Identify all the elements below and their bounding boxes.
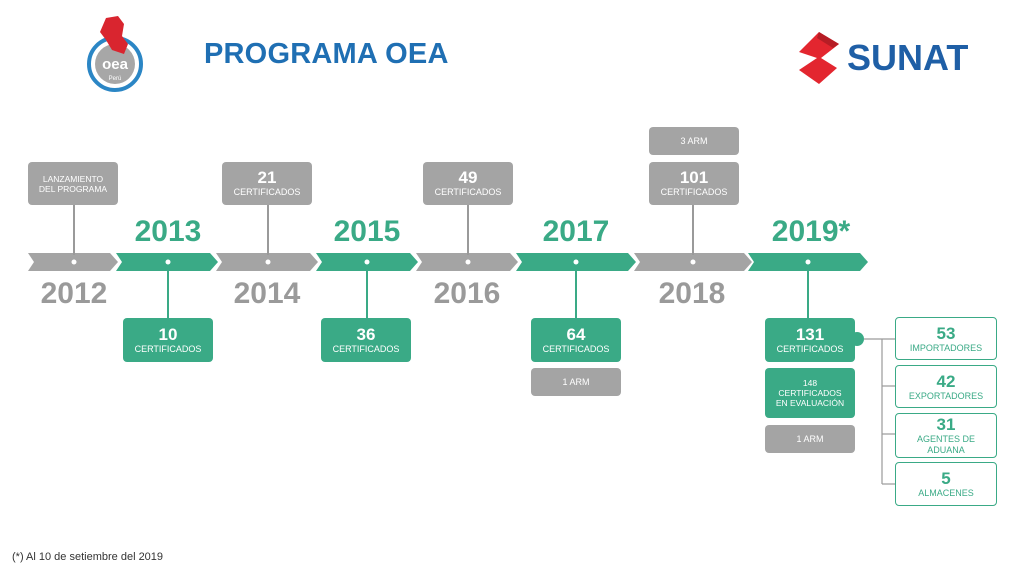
milestone-2019-arm-label: 1 ARM bbox=[796, 433, 824, 444]
year-2012: 2012 bbox=[40, 277, 108, 310]
milestone-2018-number: 101 bbox=[679, 168, 709, 187]
connector-2017 bbox=[575, 268, 577, 318]
milestone-2017-arm: 1 ARM bbox=[531, 368, 621, 396]
milestone-2019: 131 CERTIFICADOS bbox=[765, 318, 855, 362]
year-2014: 2014 bbox=[233, 277, 301, 310]
milestone-2018: 101 CERTIFICADOS bbox=[649, 162, 739, 205]
breakdown-importadores-number: 53 bbox=[936, 323, 956, 343]
milestone-2019-arm: 1 ARM bbox=[765, 425, 855, 453]
milestone-2013-number: 10 bbox=[158, 324, 178, 344]
timeline-bar bbox=[28, 253, 868, 271]
connector-2016 bbox=[467, 205, 469, 255]
connector-2014 bbox=[267, 205, 269, 255]
connector-2012 bbox=[73, 205, 75, 255]
breakdown-bracket bbox=[850, 332, 898, 485]
brand-name: SUNAT bbox=[847, 37, 968, 78]
year-2013: 2013 bbox=[134, 215, 202, 248]
milestone-2015-label: CERTIFICADOS bbox=[332, 343, 400, 354]
connector-2013 bbox=[167, 268, 169, 318]
breakdown-agentes-label: AGENTES DE ADUANA bbox=[916, 434, 975, 455]
milestone-2017: 64 CERTIFICADOS bbox=[531, 318, 621, 362]
year-2015: 2015 bbox=[333, 215, 401, 248]
breakdown-importadores-label: IMPORTADORES bbox=[909, 342, 983, 353]
sunat-logo-icon: SUNAT bbox=[797, 28, 1007, 86]
footnote: (*) Al 10 de setiembre del 2019 bbox=[12, 551, 164, 563]
connector-2019 bbox=[807, 268, 809, 318]
year-2018: 2018 bbox=[658, 277, 726, 310]
milestone-2018-label: CERTIFICADOS bbox=[660, 187, 728, 197]
oea-logo-text: oea bbox=[102, 56, 129, 73]
milestone-2014: 21 CERTIFICADOS bbox=[222, 162, 312, 205]
milestone-2016: 49 CERTIFICADOS bbox=[423, 162, 513, 205]
milestone-launch: LANZAMIENTO DEL PROGRAMA bbox=[28, 162, 118, 205]
milestone-2013: 10 CERTIFICADOS bbox=[123, 318, 213, 362]
year-2017: 2017 bbox=[542, 215, 610, 248]
milestone-2015-number: 36 bbox=[356, 324, 376, 344]
milestone-2014-number: 21 bbox=[257, 168, 277, 187]
milestone-2019-label: CERTIFICADOS bbox=[776, 343, 844, 354]
milestone-2015: 36 CERTIFICADOS bbox=[321, 318, 411, 362]
milestone-2016-label: CERTIFICADOS bbox=[434, 187, 502, 197]
breakdown-almacenes: 5 ALMACENES bbox=[895, 462, 997, 506]
connector-2015 bbox=[366, 268, 368, 318]
milestone-2017-arm-label: 1 ARM bbox=[562, 376, 590, 387]
breakdown-agentes-number: 31 bbox=[936, 415, 956, 434]
page-title: PROGRAMA OEA bbox=[204, 38, 449, 70]
milestone-2019-evaluation-label: 148 CERTIFICADOS EN EVALUACIÓN bbox=[775, 378, 845, 408]
milestone-2017-number: 64 bbox=[566, 324, 586, 344]
milestone-2018-arm: 3 ARM bbox=[649, 127, 739, 155]
breakdown-agentes-aduana: 31 AGENTES DE ADUANA bbox=[895, 413, 997, 458]
breakdown-importadores: 53 IMPORTADORES bbox=[895, 317, 997, 360]
breakdown-exportadores: 42 EXPORTADORES bbox=[895, 365, 997, 408]
breakdown-almacenes-number: 5 bbox=[941, 469, 951, 488]
milestone-2019-number: 131 bbox=[795, 324, 825, 344]
breakdown-exportadores-number: 42 bbox=[936, 371, 956, 391]
milestone-2013-label: CERTIFICADOS bbox=[134, 343, 202, 354]
breakdown-exportadores-label: EXPORTADORES bbox=[908, 390, 984, 401]
milestone-2018-arm-label: 3 ARM bbox=[680, 135, 708, 146]
year-2016: 2016 bbox=[433, 277, 501, 310]
breakdown-almacenes-label: ALMACENES bbox=[918, 488, 974, 498]
oea-peru-logo-icon: oea Perú bbox=[82, 14, 148, 96]
milestone-launch-label: LANZAMIENTO DEL PROGRAMA bbox=[38, 173, 108, 194]
milestone-2017-label: CERTIFICADOS bbox=[542, 343, 610, 354]
milestone-2014-label: CERTIFICADOS bbox=[233, 187, 301, 197]
milestone-2016-number: 49 bbox=[458, 168, 478, 187]
oea-logo-subtext: Perú bbox=[109, 76, 122, 82]
year-2019: 2019* bbox=[771, 215, 851, 248]
connector-2018 bbox=[692, 205, 694, 255]
milestone-2019-evaluation: 148 CERTIFICADOS EN EVALUACIÓN bbox=[765, 368, 855, 418]
